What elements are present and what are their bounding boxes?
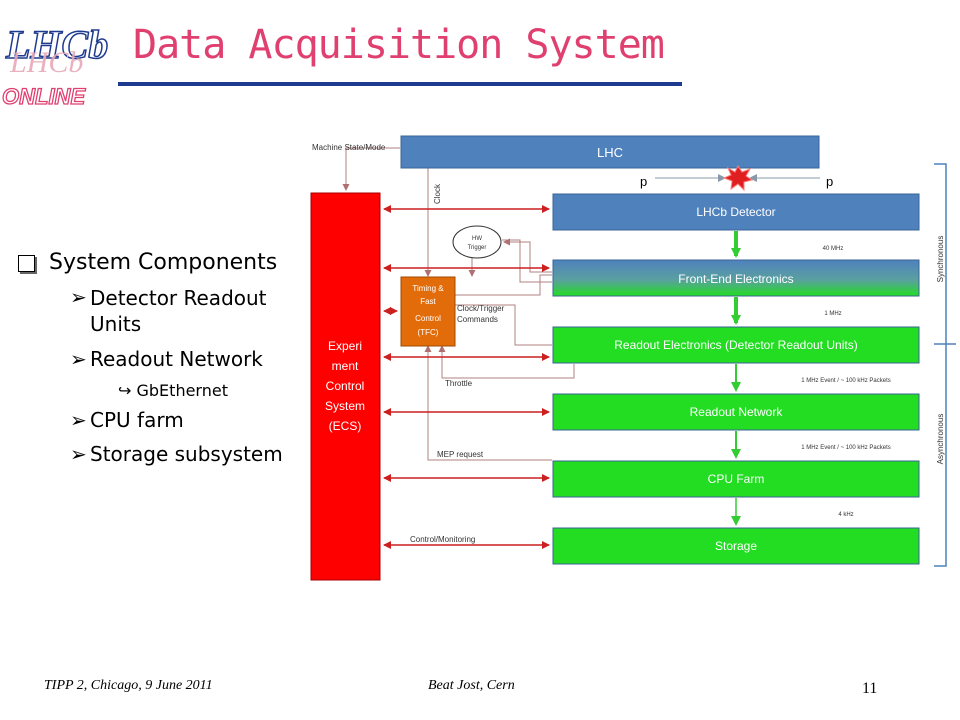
- throttle-line: [438, 345, 575, 379]
- tfc-box: [400, 276, 456, 347]
- svg-text:ONLINE: ONLINE: [2, 84, 86, 109]
- collision-burst-icon: [722, 165, 754, 192]
- slide-title: Data Acquisition System: [133, 22, 665, 68]
- checkbox-bullet-icon: [18, 255, 35, 272]
- bullet-item-text: CPU farm: [90, 408, 184, 432]
- freq-1-label: 1 MHz: [824, 311, 841, 317]
- asynchronous-bracket: [934, 344, 947, 567]
- hw-trigger-label-2: Trigger: [468, 245, 487, 251]
- arrowhead-bullet-icon: ➢: [70, 285, 87, 309]
- bullet-heading-text: System Components: [49, 250, 278, 275]
- bullet-item: ➢ CPU farm: [70, 408, 318, 432]
- ecs-label-1: Experi: [328, 339, 362, 353]
- lhc-label: LHC: [597, 145, 623, 160]
- tfc-to-frontend-line: [455, 274, 552, 296]
- asynchronous-label: Asynchronous: [936, 414, 945, 465]
- tfc-label-4: (TFC): [418, 328, 439, 337]
- throttle-label: Throttle: [445, 379, 473, 388]
- mep-request-line: [424, 345, 552, 461]
- tfc-label-2: Fast: [420, 297, 436, 306]
- ecs-label-3: Control: [326, 379, 365, 393]
- svg-text:LHCb: LHCb: [5, 22, 108, 67]
- lhcb-detector-box: [552, 193, 920, 231]
- footer-author: Beat Jost, Cern: [428, 678, 515, 693]
- trigger-line: [502, 239, 552, 283]
- front-end-label: Front-End Electronics: [678, 272, 793, 286]
- sub-bullet-text: GbEthernet: [136, 381, 228, 400]
- cpu-farm-label: CPU Farm: [708, 472, 765, 486]
- bullet-item-text: Readout Network: [90, 347, 263, 371]
- synchronous-label: Synchronous: [936, 236, 945, 283]
- bullet-item: ➢ Readout Network: [70, 347, 318, 371]
- proton-left-label: p: [640, 174, 647, 189]
- front-end-box: [552, 259, 920, 297]
- svg-text:LHCb: LHCb: [9, 46, 83, 79]
- readout-electronics-label: Readout Electronics (Detector Readout Un…: [614, 338, 857, 352]
- bullet-item: ➢ Detector Readout Units: [70, 285, 318, 337]
- timing-domain-brackets: [934, 163, 956, 567]
- clock-label: Clock: [433, 183, 442, 204]
- hw-trigger-label-1: HW: [472, 236, 482, 242]
- bullet-item-text: Detector Readout Units: [90, 286, 267, 336]
- freq-4k-label: 4 kHz: [838, 512, 853, 518]
- footer-conference: TIPP 2, Chicago, 9 June 2011: [44, 678, 213, 693]
- rate-b-label: 1 MHz Event / ~ 100 kHz Packets: [801, 445, 891, 451]
- arrowhead-bullet-icon: ➢: [70, 408, 87, 432]
- proton-right-label: p: [826, 174, 833, 189]
- tfc-label-3: Control: [415, 314, 441, 323]
- lhcb-detector-label: LHCb Detector: [696, 205, 775, 219]
- lhc-box: [400, 135, 820, 169]
- bullet-list: System Components ➢ Detector Readout Uni…: [18, 250, 318, 476]
- storage-label: Storage: [715, 539, 757, 553]
- hook-arrow-icon: ↪: [118, 381, 132, 400]
- bullet-item: ➢ Storage subsystem: [70, 442, 318, 466]
- cpu-farm-box: [552, 460, 920, 498]
- arrowhead-bullet-icon: ➢: [70, 347, 87, 371]
- clock-trigger-label-2: Commands: [457, 315, 498, 324]
- sub-bullet-item: ↪ GbEthernet: [118, 381, 318, 400]
- title-underline: [118, 82, 682, 86]
- rate-a-label: 1 MHz Event / ~ 100 kHz Packets: [801, 378, 891, 384]
- readout-network-box: [552, 393, 920, 431]
- mep-request-label: MEP request: [437, 450, 484, 459]
- page-number: 11: [862, 680, 878, 697]
- readout-network-label: Readout Network: [690, 405, 784, 419]
- lhcb-online-logo: LHCb LHCb ONLINE: [0, 0, 116, 110]
- arrowhead-bullet-icon: ➢: [70, 442, 87, 466]
- storage-box: [552, 527, 920, 565]
- freq-40-label: 40 MHz: [823, 246, 844, 252]
- synchronous-bracket: [934, 163, 947, 344]
- hw-trigger-ellipse: [452, 225, 502, 259]
- readout-electronics-box: [552, 326, 920, 364]
- frontend-to-trigger-line: [503, 238, 552, 273]
- machine-state-label: Machine State/Mode: [312, 143, 386, 152]
- ecs-label-5: (ECS): [329, 419, 362, 433]
- tfc-to-readout-line: [455, 304, 552, 346]
- tfc-label-1: Timing &: [412, 284, 444, 293]
- bullet-item-text: Storage subsystem: [90, 442, 283, 466]
- ecs-connections: [383, 205, 550, 549]
- control-monitoring-label: Control/Monitoring: [410, 535, 475, 544]
- ecs-box: [310, 192, 381, 581]
- ecs-label-2: ment: [332, 359, 359, 373]
- ecs-label-4: System: [325, 399, 365, 413]
- bullet-heading: System Components: [18, 250, 318, 275]
- clock-trigger-label-1: Clock/Trigger: [457, 304, 505, 313]
- machine-state-line: [342, 147, 400, 191]
